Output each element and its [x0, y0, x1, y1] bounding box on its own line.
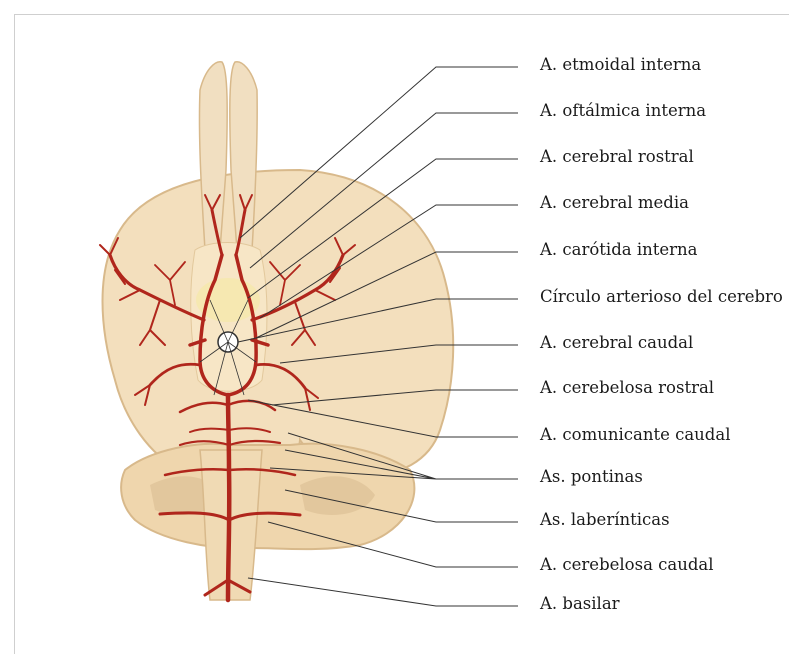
- label-basilar: A. basilar: [540, 594, 620, 613]
- label-comunicante-caudal: A. comunicante caudal: [540, 425, 730, 444]
- label-cerebelosa-rostral: A. cerebelosa rostral: [540, 378, 714, 397]
- brain-illustration: [0, 0, 789, 640]
- label-cerebelosa-caudal: A. cerebelosa caudal: [540, 555, 714, 574]
- label-etmoidal-interna: A. etmoidal interna: [540, 55, 701, 74]
- cerebrum: [103, 170, 454, 479]
- label-cerebral-caudal: A. cerebral caudal: [540, 333, 693, 352]
- label-cerebral-rostral: A. cerebral rostral: [540, 147, 694, 166]
- label-carotida-interna: A. carótida interna: [540, 240, 698, 259]
- label-oftalmica-interna: A. oftálmica interna: [540, 101, 706, 120]
- label-laberinticas: As. laberínticas: [540, 510, 670, 529]
- label-pontinas: As. pontinas: [540, 467, 643, 486]
- label-circulo-arterioso: Círculo arterioso del cerebro: [540, 287, 783, 306]
- label-cerebral-media: A. cerebral media: [540, 193, 689, 212]
